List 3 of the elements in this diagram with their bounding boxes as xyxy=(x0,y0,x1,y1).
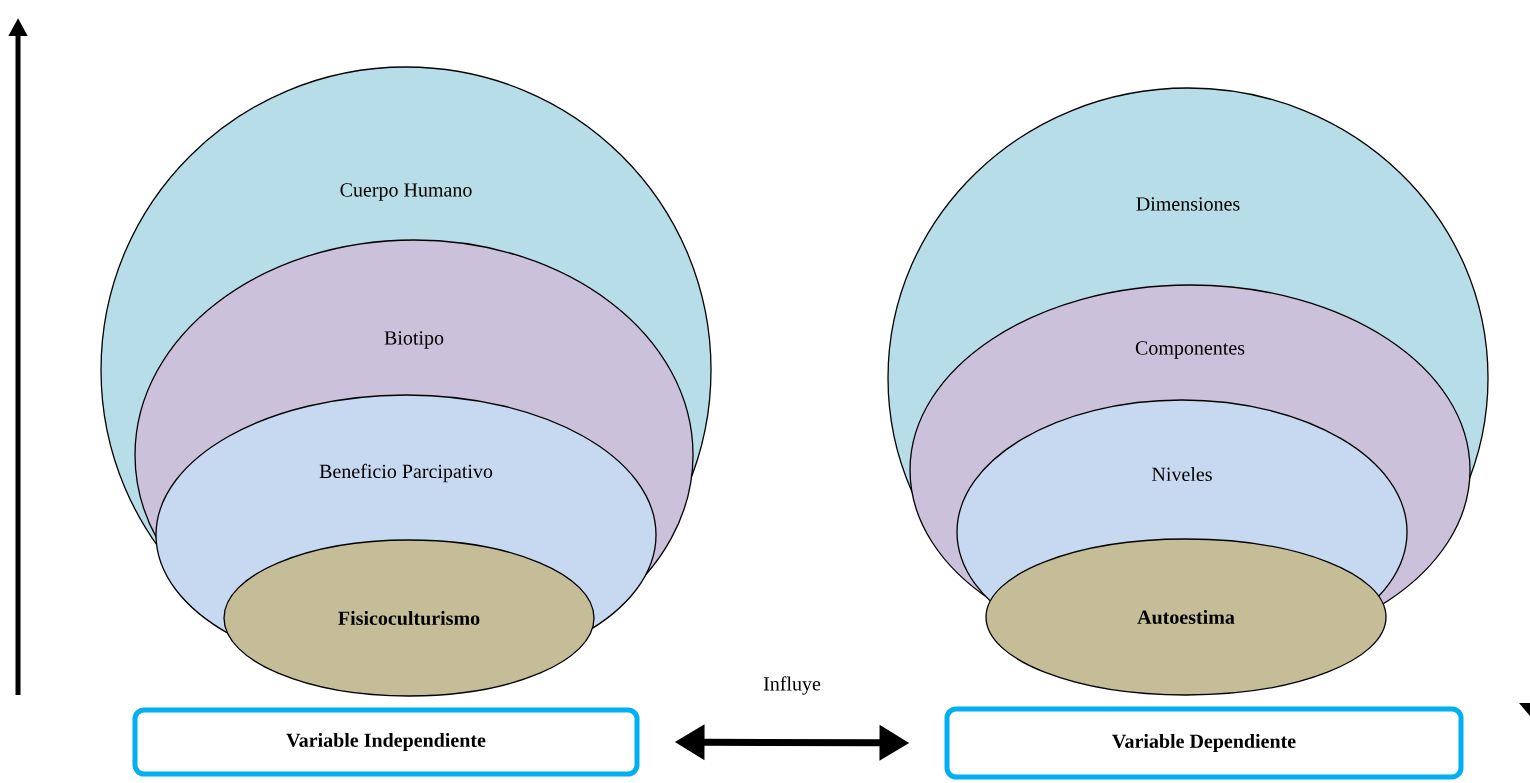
variable-box: Variable Dependiente xyxy=(944,706,1464,780)
variable-box: Variable Independiente xyxy=(132,707,640,777)
edge-label: Influye xyxy=(763,676,821,695)
